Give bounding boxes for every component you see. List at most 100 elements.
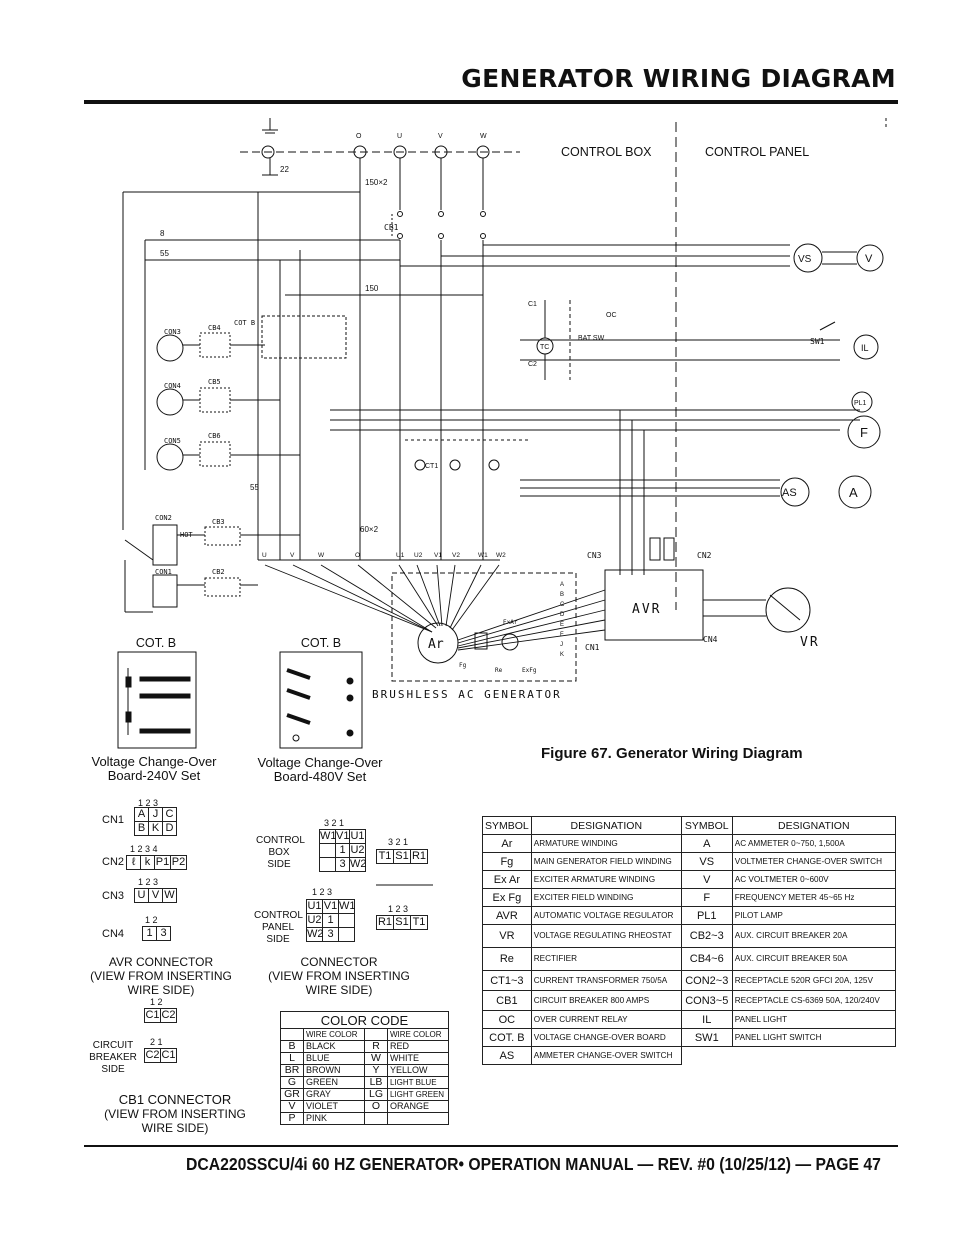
cotb-480-board <box>279 651 363 749</box>
panel-grid-cell: U1 <box>307 900 323 913</box>
svg-text:ExFg: ExFg <box>522 667 537 674</box>
svg-text:CN4: CN4 <box>703 635 718 644</box>
zone-control-panel: CONTROL PANEL <box>705 145 809 159</box>
cn3-pin: U <box>135 889 149 902</box>
wire-w2: W2 <box>496 552 506 559</box>
wire-w1: W1 <box>478 552 488 559</box>
svg-text:C2: C2 <box>528 361 537 368</box>
svg-text:AVR: AVR <box>632 602 661 617</box>
cn1-pin-numbers: 1 2 3 <box>138 798 159 808</box>
cotb-240-label: COT. B <box>135 636 177 650</box>
wire-u1: U1 <box>396 552 405 559</box>
cn1-pin: J <box>149 808 163 821</box>
box-grid-cell: U1 <box>350 830 365 842</box>
terminal-w: W <box>480 133 487 140</box>
cotb-board: COT B <box>234 315 347 359</box>
svg-text:CON5: CON5 <box>164 437 181 445</box>
svg-text:CN3: CN3 <box>587 551 602 560</box>
cb1-breaker: CB1 <box>384 211 486 239</box>
wire-label-55b: 55 <box>250 483 259 492</box>
wire-label-55a: 55 <box>160 249 169 258</box>
svg-text:OC: OC <box>606 312 617 319</box>
cn3-label: CN3 <box>102 890 125 902</box>
box-grid-cell: 3 <box>336 858 350 871</box>
box-small-cell: S1 <box>394 850 411 863</box>
pin-f: F <box>560 632 564 638</box>
cn4-pin-numbers: 1 2 <box>145 915 158 925</box>
wire-v2: V2 <box>452 552 460 559</box>
box-grid-cell <box>320 844 336 857</box>
panel-grid-cell: 1 <box>323 914 339 927</box>
connector-caption: CONNECTOR (VIEW FROM INSERTING WIRE SIDE… <box>268 955 410 997</box>
svg-text:Fg: Fg <box>459 662 467 669</box>
svg-text:A: A <box>849 485 858 500</box>
svg-text:COT B: COT B <box>234 319 255 327</box>
current-transformers: CT1 <box>405 439 530 471</box>
panel-grid-cell: W2 <box>307 928 324 941</box>
cb1-pin: C1 <box>161 1049 176 1061</box>
cn2-pin: P1 <box>155 856 171 869</box>
terminal-v: V <box>438 133 443 140</box>
svg-text:C1: C1 <box>528 301 537 308</box>
box-grid-cell: V1 <box>336 830 350 843</box>
svg-text:ExAr: ExAr <box>503 619 518 626</box>
panel-small-numbers: 1 2 3 <box>388 904 409 914</box>
box-small-cell: T1 <box>377 850 394 863</box>
svg-text:CT1: CT1 <box>425 463 438 470</box>
wire-label-60x2: 60×2 <box>360 525 379 534</box>
control-box-side-label: CONTROL BOX SIDE <box>256 835 305 870</box>
board-480-caption: Voltage Change-Over Board-480V Set <box>257 755 383 784</box>
panel-grid-cell: 3 <box>323 928 339 941</box>
svg-text:TC: TC <box>540 344 549 351</box>
panel-grid-cell <box>339 914 354 927</box>
panel-small-cell: R1 <box>377 916 394 929</box>
receptacles-con3-5: CON3 CON4 CON5 CB4 CB5 CB6 <box>156 324 300 471</box>
cb1-pin: C2 <box>161 1009 176 1021</box>
svg-text:F: F <box>860 425 868 440</box>
svg-text:CB2: CB2 <box>212 568 225 576</box>
svg-text:CB3: CB3 <box>212 518 225 526</box>
breaker-side-label: CIRCUIT BREAKER SIDE <box>89 1040 137 1075</box>
wire-label-150: 150 <box>365 284 379 293</box>
cn2-pin: ℓ <box>127 856 141 869</box>
svg-text:VS: VS <box>798 254 812 265</box>
as-ammeter: AS A <box>780 475 872 509</box>
page-footer: DCA220SSCU/4i 60 HZ GENERATOR• OPERATION… <box>186 1154 881 1174</box>
cn1-pin: B <box>135 822 149 835</box>
con1-con2-cb2-cb3: CON2 CON1 HOT CB3 CB2 <box>124 514 300 613</box>
cn1-pin: A <box>135 808 149 821</box>
pin-e: E <box>560 622 564 628</box>
cb1-bottom-numbers: 2 1 <box>150 1037 163 1047</box>
cn4-label: CN4 <box>102 928 125 940</box>
terminal-o: O <box>356 133 362 140</box>
panel-small-cell: T1 <box>412 916 426 928</box>
pin-c: C <box>560 602 565 608</box>
cn4-pin: 3 <box>160 927 167 939</box>
footer-rule <box>84 1145 898 1147</box>
box-grid-cell: W2 <box>350 858 367 870</box>
panel-grid-cell: U2 <box>307 914 323 927</box>
svg-text:CON3: CON3 <box>164 328 181 336</box>
svg-text:CB1: CB1 <box>384 223 399 232</box>
pin-k: K <box>560 652 564 658</box>
